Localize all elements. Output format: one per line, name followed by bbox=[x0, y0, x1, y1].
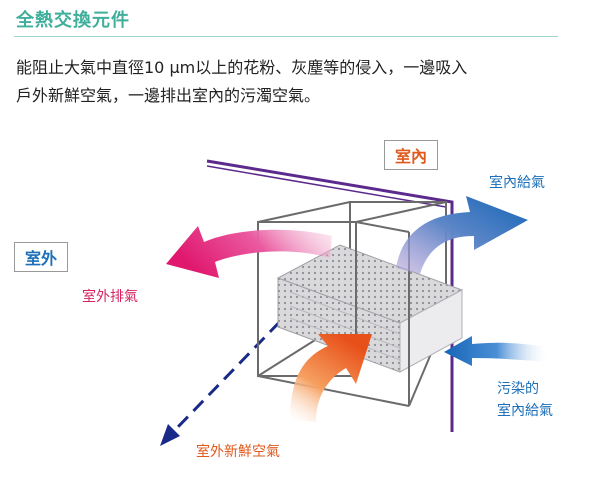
fresh-air-dashed-arrow bbox=[160, 304, 297, 446]
dirty-indoor-air-label-line-1: 污染的 bbox=[497, 381, 539, 397]
title-divider bbox=[14, 36, 558, 37]
indoor-supply-label: 室內給氣 bbox=[489, 175, 545, 191]
dirty-indoor-air-arrow bbox=[444, 336, 550, 366]
description: 能阻止大氣中直徑10 μm以上的花粉、灰塵等的侵入，一邊吸入 戶外新鮮空氣，一邊… bbox=[16, 54, 576, 110]
dirty-indoor-air-label-line-2: 室內給氣 bbox=[497, 403, 553, 419]
outdoor-tag: 室外 bbox=[14, 242, 69, 272]
outdoor-fresh-air-arrow bbox=[290, 334, 372, 422]
outdoor-fresh-air-label: 室外新鮮空氣 bbox=[196, 444, 280, 460]
outdoor-exhaust-label: 室外排氣 bbox=[82, 289, 138, 305]
exchange-element-core bbox=[276, 244, 464, 373]
indoor-tag: 室內 bbox=[384, 140, 439, 170]
page-title: 全熱交換元件 bbox=[16, 10, 130, 31]
dirty-indoor-air-label: 污染的 室內給氣 bbox=[497, 378, 553, 422]
description-line-1: 能阻止大氣中直徑10 μm以上的花粉、灰塵等的侵入，一邊吸入 bbox=[16, 58, 468, 77]
indoor-supply-arrow bbox=[396, 196, 528, 274]
description-line-2: 戶外新鮮空氣，一邊排出室內的污濁空氣。 bbox=[16, 86, 321, 105]
outdoor-exhaust-arrow bbox=[166, 226, 332, 278]
